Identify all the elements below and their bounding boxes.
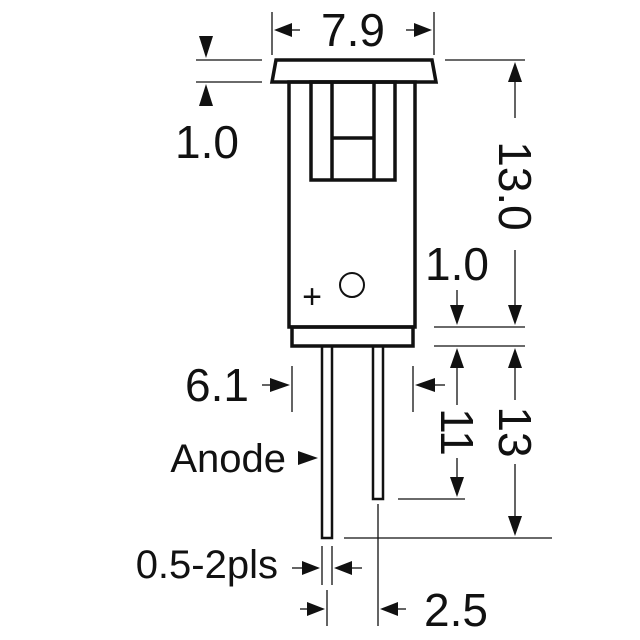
dim-flange-width: 7.9 bbox=[271, 4, 435, 56]
dim-long-lead: 13 bbox=[344, 348, 552, 539]
led-body: + bbox=[269, 58, 439, 540]
cathode-lead bbox=[371, 344, 385, 501]
dim-short-lead: 11 bbox=[398, 348, 483, 500]
dim-body-height: 13.0 bbox=[434, 59, 541, 328]
dim-short-lead-label: 11 bbox=[431, 408, 483, 456]
dim-inner-spacing-label: 6.1 bbox=[185, 359, 249, 411]
dim-base-thickness: 1.0 bbox=[425, 238, 525, 347]
dim-flange-thickness: 1.0 bbox=[175, 36, 262, 168]
anode-label: Anode bbox=[170, 437, 286, 481]
dim-long-lead-label: 13 bbox=[489, 406, 541, 457]
led-base bbox=[290, 325, 415, 348]
polarity-mark: + bbox=[302, 278, 322, 316]
led-lens-circle bbox=[339, 272, 365, 298]
dim-lead-diameter: 0.5-2pls bbox=[136, 543, 362, 587]
dim-flange-thickness-label: 1.0 bbox=[175, 116, 239, 168]
anode-callout: Anode bbox=[170, 437, 318, 481]
anode-lead bbox=[320, 344, 334, 540]
dim-inner-spacing: 6.1 bbox=[185, 359, 445, 412]
dim-base-thickness-label: 1.0 bbox=[425, 238, 489, 290]
dim-lead-pitch: 2.5 bbox=[300, 504, 488, 636]
dim-lead-pitch-label: 2.5 bbox=[424, 584, 488, 636]
dim-lead-diameter-label: 0.5-2pls bbox=[136, 543, 278, 587]
dim-flange-width-label: 7.9 bbox=[321, 4, 385, 56]
dim-body-height-label: 13.0 bbox=[489, 141, 541, 231]
led-flange bbox=[269, 58, 439, 84]
led-window-outer bbox=[309, 80, 397, 182]
